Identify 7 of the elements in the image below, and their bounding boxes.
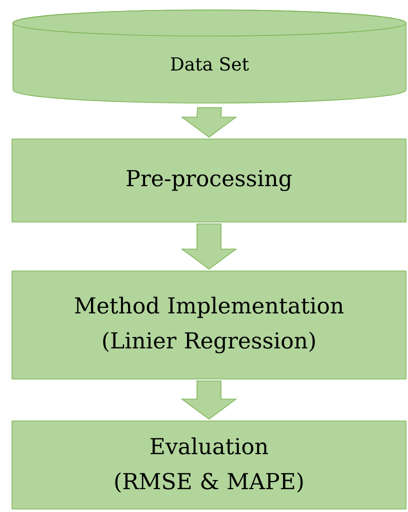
database-cylinder: Data Set	[12, 10, 406, 104]
block-arrow	[180, 380, 238, 420]
process-box: Pre-processing	[12, 138, 406, 222]
process-box: Method Implementation (Linier Regression)	[12, 270, 406, 380]
process-box: Evaluation (RMSE & MAPE)	[12, 420, 406, 510]
block-arrow	[180, 224, 238, 270]
block-arrow	[180, 107, 238, 138]
